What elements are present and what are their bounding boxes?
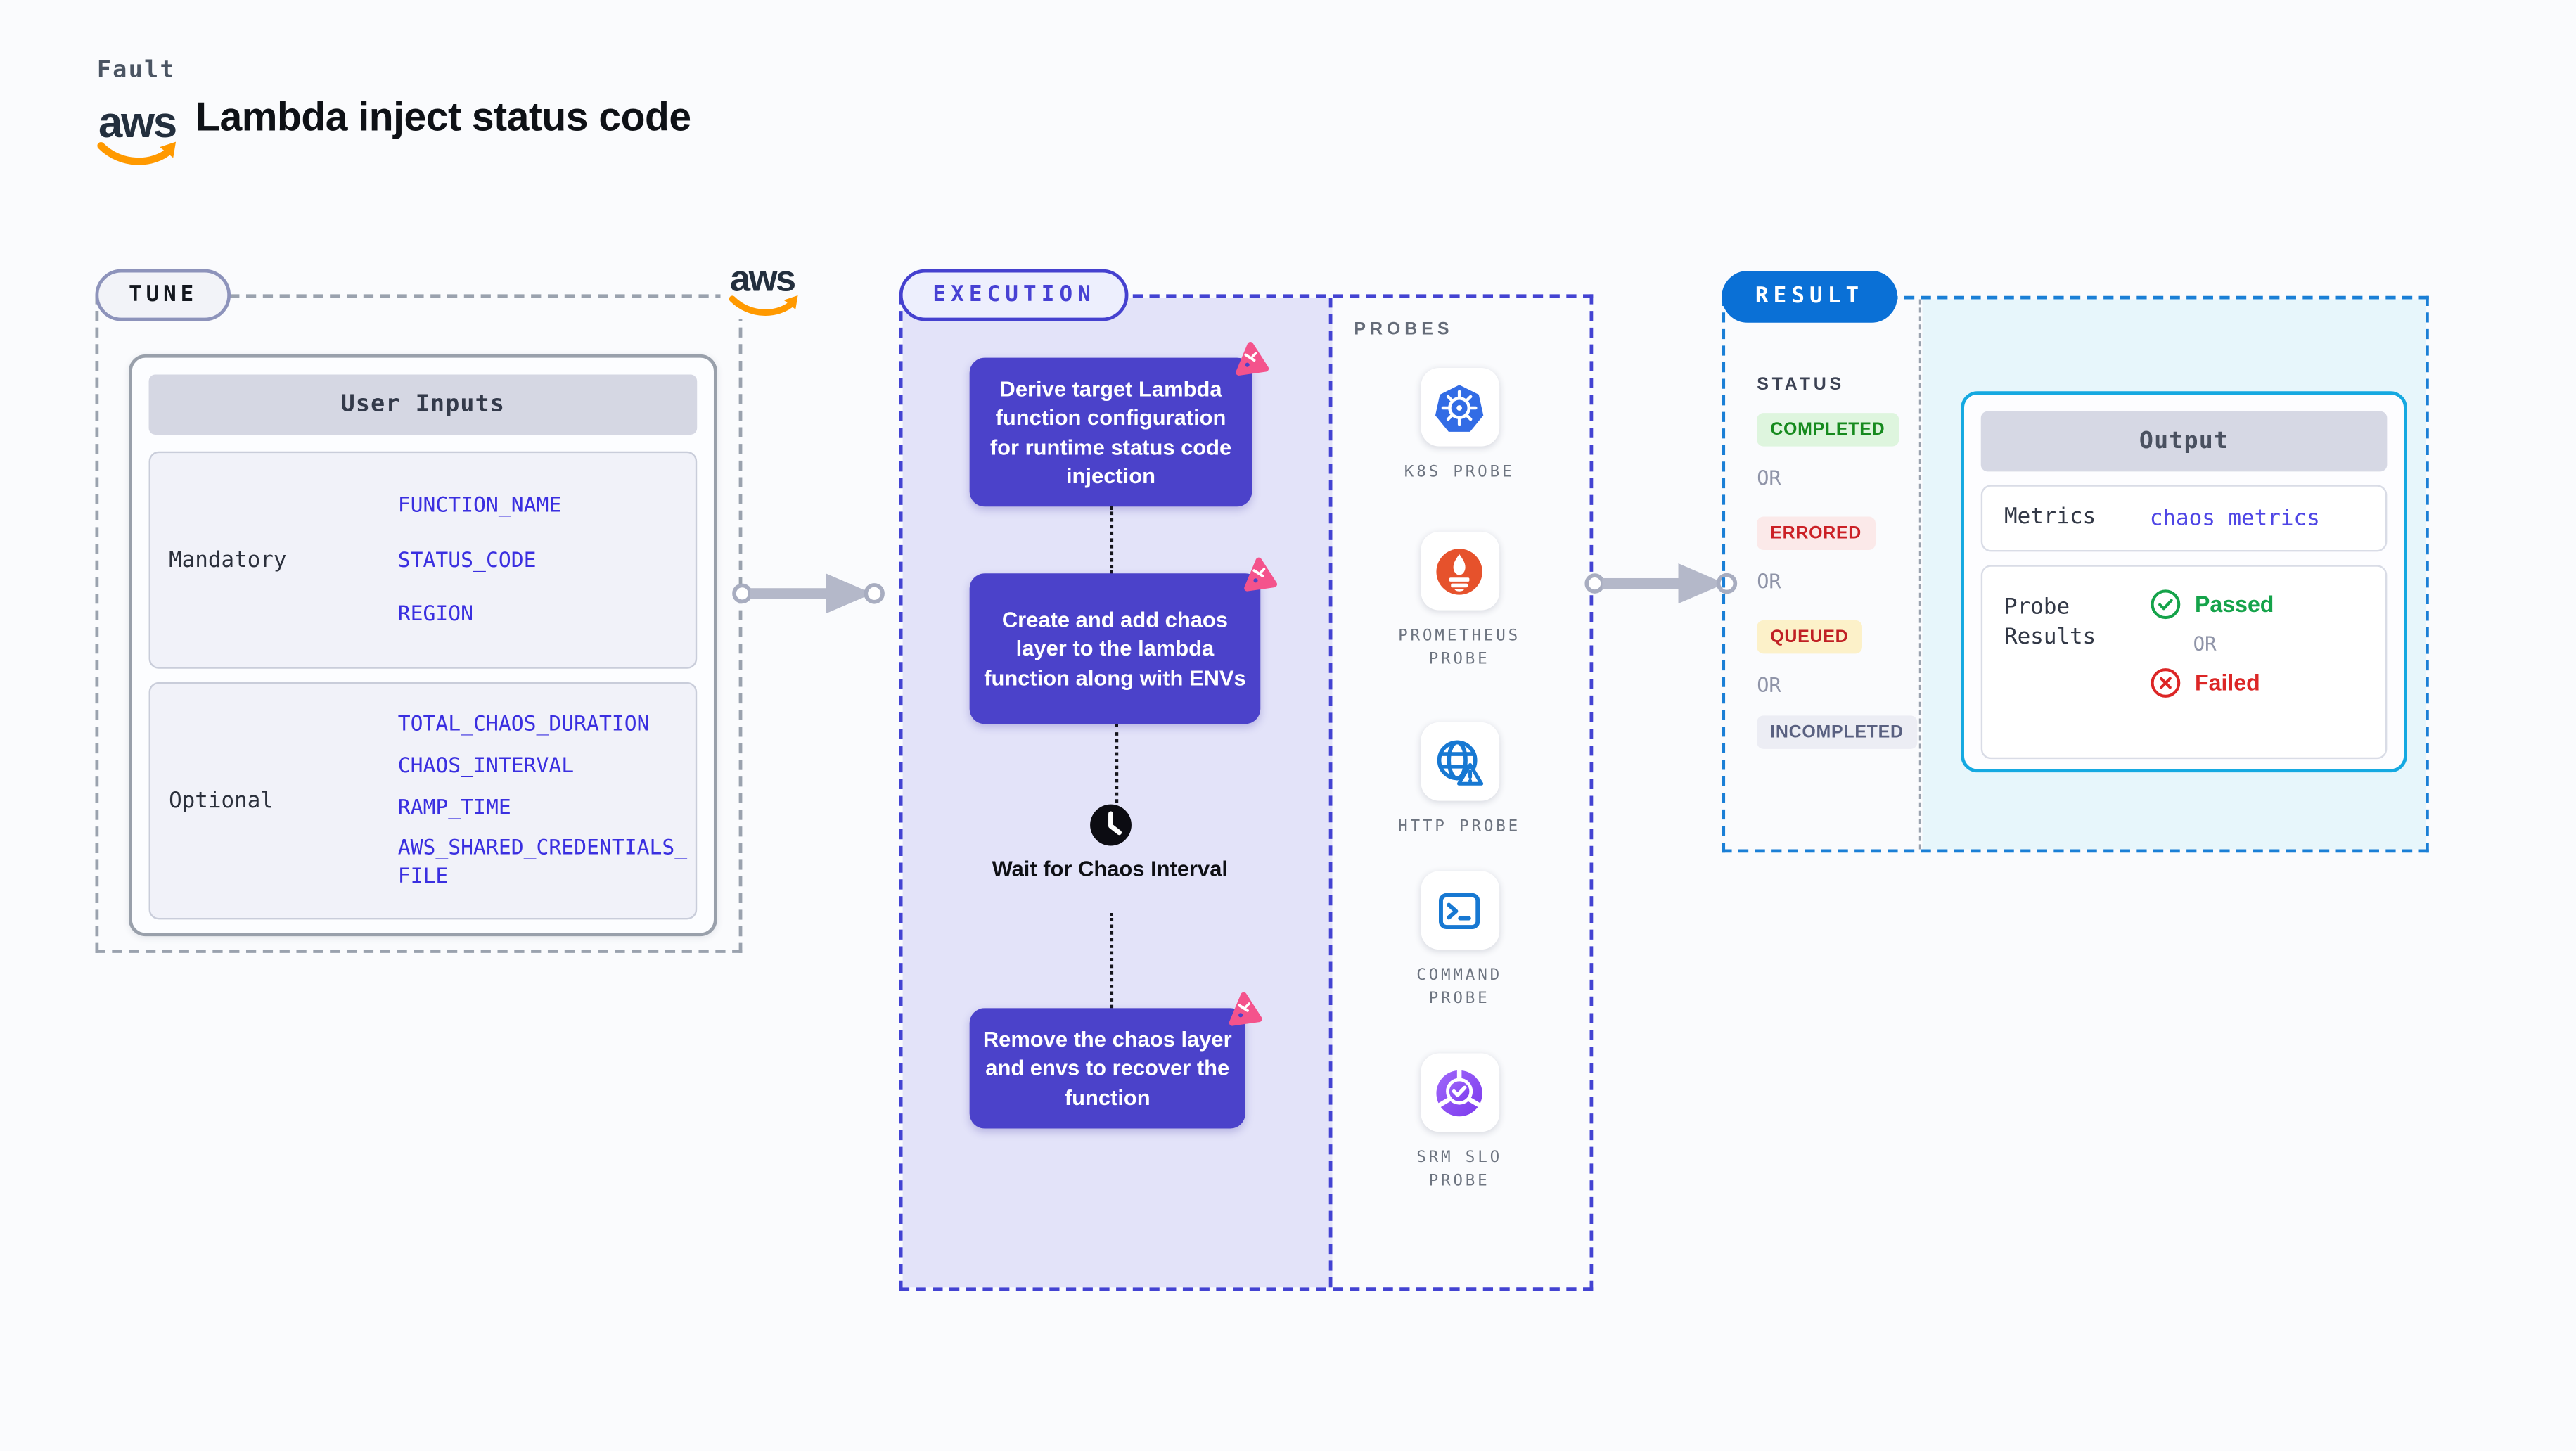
step-text: Create and add chaos layer to the lambda… [984, 606, 1246, 690]
chaos-sparkle-icon [1236, 341, 1269, 376]
status-column: STATUS COMPLETED OR ERRORED OR QUEUED OR… [1725, 299, 1921, 850]
optional-values: TOTAL_CHAOS_DURATION CHAOS_INTERVAL RAMP… [398, 684, 696, 918]
probes-column: PROBES K8S PROBE [1329, 298, 1590, 1287]
param-value: REGION [397, 599, 474, 625]
arrow-execution-to-result [1584, 563, 1738, 604]
probe-prometheus: PROMETHEUS PROBE [1329, 531, 1590, 673]
param-value: STATUS_CODE [397, 546, 537, 571]
output-title: Output [1980, 411, 2388, 472]
metrics-row: Metrics chaos metrics [1980, 485, 2388, 552]
probe-card [1420, 1053, 1499, 1132]
output-card: Output Metrics chaos metrics Probe Resul… [1961, 391, 2407, 773]
probe-label: K8S PROBE [1404, 463, 1515, 482]
aws-logo-text: aws [98, 96, 177, 148]
fault-overline: Fault [96, 56, 176, 84]
probe-results-label: Probe Results [2004, 595, 2096, 650]
globe-warning-icon [1437, 739, 1484, 785]
aws-logo: aws [94, 101, 181, 167]
status-badge-incompleted: INCOMPLETED [1757, 715, 1917, 749]
chaos-sparkle-icon [1229, 992, 1262, 1026]
param-value: TOTAL_CHAOS_DURATION [397, 710, 650, 736]
status-badge-errored: ERRORED [1757, 516, 1876, 551]
clock-icon [1088, 803, 1133, 848]
probe-command: COMMAND PROBE [1329, 871, 1590, 1012]
user-inputs-title: User Inputs [148, 374, 698, 435]
probe-label: SRM SLO PROBE [1416, 1148, 1503, 1191]
probe-srm-slo: SRM SLO PROBE [1329, 1053, 1590, 1195]
probe-card [1420, 531, 1499, 611]
failed-label: Failed [2195, 670, 2260, 696]
arrow-tune-to-execution [732, 573, 885, 614]
status-badge-queued: QUEUED [1757, 620, 1862, 654]
probe-results-row: Probe Results Passed OR [1980, 565, 2388, 760]
aws-swoosh-icon [729, 295, 798, 316]
tune-badge: TUNE [95, 269, 231, 321]
check-circle-icon [2151, 589, 2181, 620]
status-header: STATUS [1757, 374, 1845, 395]
or-separator: OR [1757, 466, 1781, 490]
tune-section: TUNE aws User Inputs Mandatory FUNCTION_… [95, 259, 805, 953]
param-value: AWS_SHARED_CREDENTIALS_FILE [397, 834, 688, 888]
chaos-metrics-link[interactable]: chaos metrics [2149, 506, 2320, 531]
terminal-icon [1439, 892, 1480, 928]
user-inputs-card: User Inputs Mandatory FUNCTION_NAME STAT… [129, 354, 717, 937]
aws-logo-corner: aws [720, 257, 805, 320]
optional-label: Optional [169, 788, 274, 814]
probe-results-values: Passed OR Failed [2150, 567, 2385, 758]
or-separator: OR [1757, 673, 1781, 698]
passed-label: Passed [2195, 592, 2274, 618]
param-value: RAMP_TIME [397, 793, 511, 819]
flow-connector [1110, 912, 1114, 1009]
probe-label: COMMAND PROBE [1416, 966, 1503, 1009]
probes-header: PROBES [1354, 319, 1454, 340]
prometheus-icon [1436, 548, 1482, 594]
page-title: Lambda inject status code [196, 95, 691, 141]
result-badge: RESULT [1722, 271, 1897, 323]
wait-step-label: Wait for Chaos Interval [992, 856, 1229, 881]
probe-http: HTTP PROBE [1329, 722, 1590, 840]
aws-logo-text: aws [730, 257, 796, 300]
slo-check-icon [1436, 1068, 1482, 1116]
probe-card [1420, 871, 1499, 950]
flow-connector [1110, 506, 1114, 574]
result-canvas: Output Metrics chaos metrics Probe Resul… [1922, 299, 2426, 850]
execution-step-3: Remove the chaos layer and envs to recov… [969, 992, 1262, 1129]
execution-section: EXECUTION Derive target Lambda function … [899, 269, 1594, 1291]
execution-badge: EXECUTION [899, 269, 1129, 321]
param-value: FUNCTION_NAME [397, 492, 562, 518]
mandatory-params-group: Mandatory FUNCTION_NAME STATUS_CODE REGI… [148, 451, 698, 669]
metrics-label: Metrics [2004, 505, 2096, 531]
mandatory-label: Mandatory [169, 547, 287, 573]
or-separator: OR [1757, 570, 1781, 594]
flow-connector [1115, 724, 1119, 803]
step-text: Derive target Lambda function configurat… [989, 376, 1232, 488]
chaos-sparkle-icon [1244, 557, 1278, 592]
result-section: RESULT STATUS COMPLETED OR ERRORED OR QU… [1722, 271, 2429, 853]
probe-card [1420, 722, 1499, 801]
or-separator: OR [2193, 632, 2217, 656]
optional-params-group: Optional TOTAL_CHAOS_DURATION CHAOS_INTE… [148, 682, 698, 920]
execution-step-1: Derive target Lambda function configurat… [969, 341, 1269, 507]
aws-swoosh-icon [97, 141, 177, 165]
probe-label: PROMETHEUS PROBE [1398, 627, 1521, 670]
x-circle-icon [2151, 668, 2181, 698]
execution-step-2: Create and add chaos layer to the lambda… [969, 557, 1278, 724]
probe-k8s: K8S PROBE [1329, 367, 1590, 485]
status-badge-completed: COMPLETED [1757, 413, 1899, 447]
execution-flow: Derive target Lambda function configurat… [902, 298, 1333, 1288]
kubernetes-icon [1435, 384, 1484, 431]
step-text: Remove the chaos layer and envs to recov… [982, 1026, 1232, 1110]
probe-label: HTTP PROBE [1398, 817, 1521, 836]
probe-card [1420, 367, 1499, 447]
param-value: CHAOS_INTERVAL [397, 751, 575, 777]
mandatory-values: FUNCTION_NAME STATUS_CODE REGION [398, 453, 696, 667]
